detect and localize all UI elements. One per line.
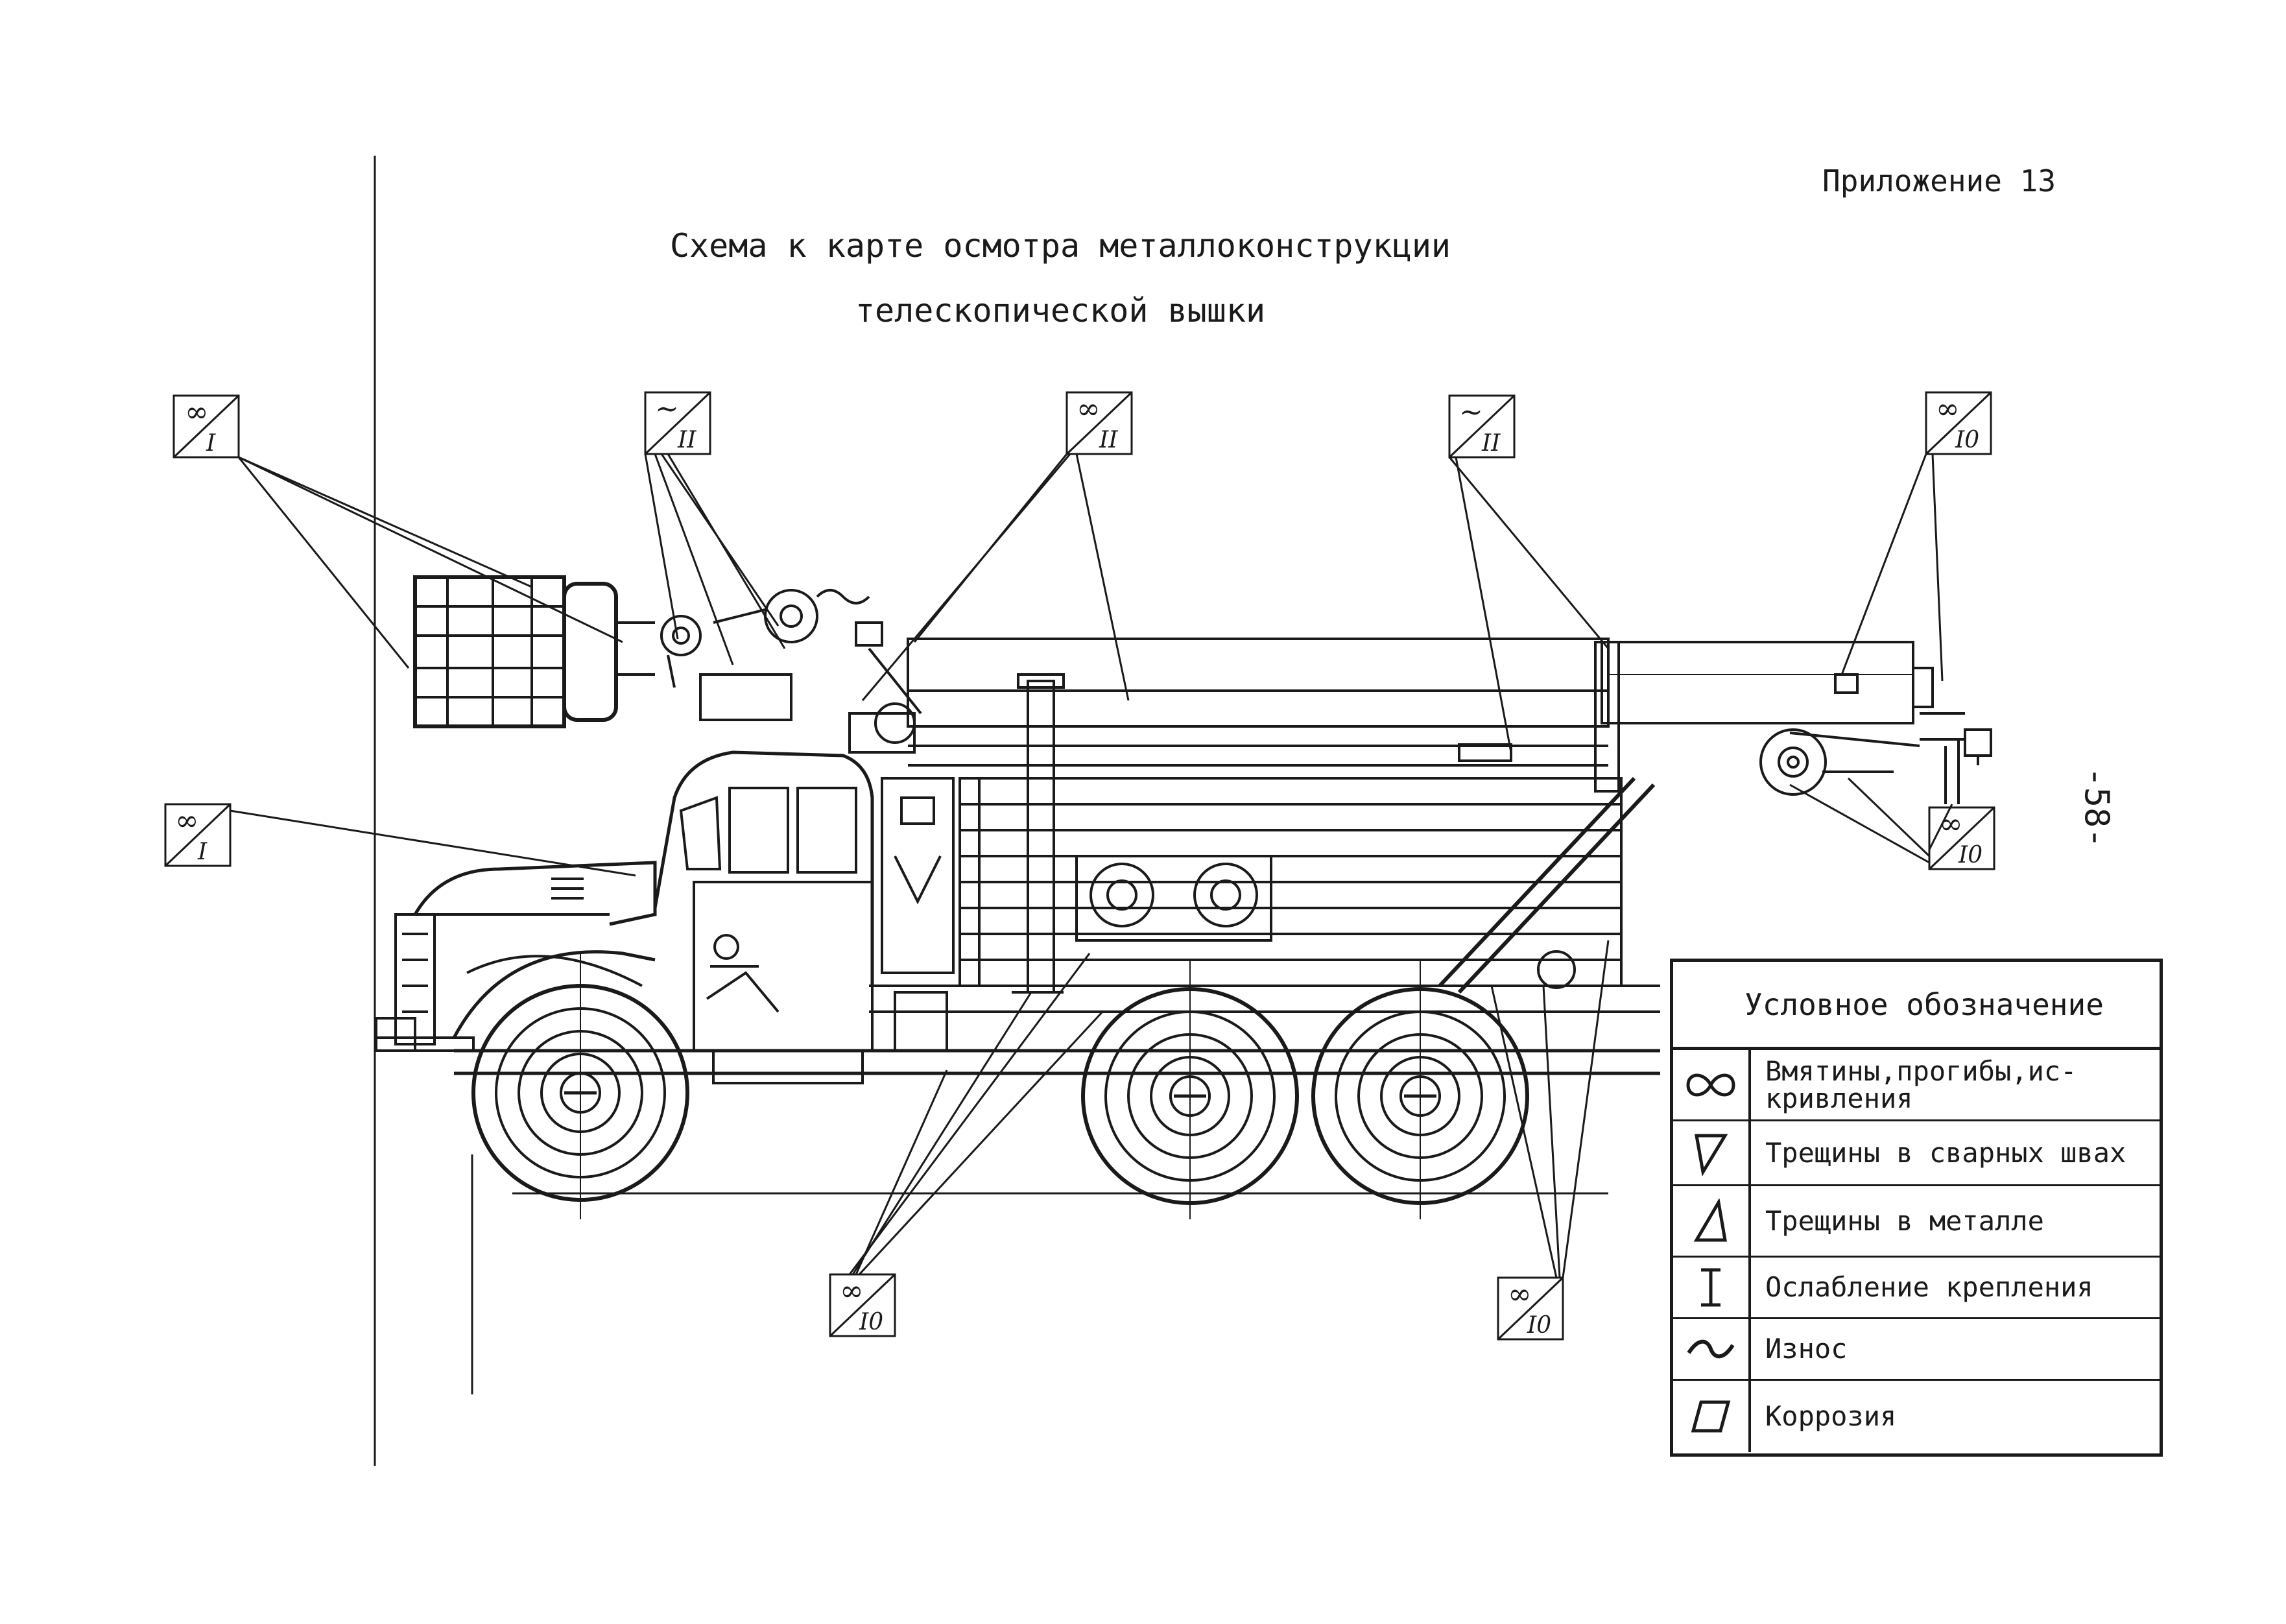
tag-code: I (197, 839, 208, 865)
inspection-tags: ∞ I ~ II ∞ II ~ II ∞ I0 (164, 391, 1995, 1341)
weld-crack-icon (1673, 1121, 1751, 1184)
rear-wheel-2 (1311, 960, 1529, 1219)
tag-code: I0 (1958, 842, 1982, 868)
legend-row: Коррозия (1673, 1381, 2160, 1452)
page-title-line1: Схема к карте осмотра металлоконструкции (669, 227, 1451, 265)
tag-code: II (677, 427, 697, 453)
page-title-line2: телескопической вышки (855, 292, 1266, 329)
tag-code: I0 (1955, 427, 1979, 453)
tag-code: II (1481, 430, 1501, 457)
tag-symbol: ~ (1459, 396, 1483, 429)
tag-code: I0 (859, 1309, 883, 1335)
tag-symbol: ∞ (1936, 392, 1960, 425)
rear-wheel-1 (1081, 960, 1299, 1219)
legend-row: Ослабление крепления (1673, 1258, 2160, 1319)
tag-box: ∞ I0 (829, 1273, 896, 1337)
legend-row: Вмятины,прогибы,ис-кривления (1673, 1050, 2160, 1121)
tag-box: ~ II (1448, 394, 1516, 459)
legend-text: Вмятины,прогибы,ис-кривления (1765, 1055, 2077, 1114)
legend-row: Трещины в металле (1673, 1186, 2160, 1258)
tag-symbol: ∞ (840, 1274, 864, 1308)
tag-code: I0 (1527, 1312, 1551, 1339)
tag-symbol: ~ (655, 392, 679, 425)
legend-row: Трещины в сварных швах (1673, 1121, 2160, 1186)
front-wheel (471, 953, 689, 1219)
corrosion-icon (1673, 1381, 1751, 1452)
tag-symbol: ∞ (1077, 392, 1101, 425)
loose-fastening-icon (1673, 1258, 1751, 1317)
basket-cradle (413, 575, 655, 728)
tag-code: I (206, 430, 216, 457)
legend-text: Ослабление крепления (1765, 1271, 2093, 1303)
legend-text: Износ (1765, 1333, 1848, 1365)
tag-box: ~ II (644, 391, 711, 455)
boom-head-mechanism (660, 589, 922, 754)
leader-lines (230, 453, 1953, 1278)
tag-symbol: ∞ (175, 804, 199, 837)
appendix-label: Приложение 13 (1822, 163, 2056, 198)
tag-symbol: ∞ (1508, 1278, 1532, 1311)
truck-body (375, 673, 1660, 1084)
legend-text: Трещины в металле (1765, 1204, 2044, 1237)
dent-icon (1673, 1050, 1751, 1119)
tag-symbol: ∞ (185, 396, 209, 429)
legend-title: Условное обозначение (1673, 962, 2160, 1050)
tag-code: II (1099, 427, 1118, 453)
tag-box: ∞ I (173, 394, 240, 459)
metal-crack-icon (1673, 1186, 1751, 1256)
tag-box: ∞ I0 (1928, 806, 1995, 870)
legend-text: Трещины в сварных швах (1765, 1136, 2126, 1169)
legend-row: Износ (1673, 1319, 2160, 1381)
rear-pivot (1759, 728, 1920, 796)
tag-box: ∞ I0 (1925, 391, 1992, 455)
tag-box: ∞ I (164, 803, 232, 867)
wheels (471, 953, 1529, 1219)
tag-box: ∞ II (1066, 391, 1133, 455)
legend-text: Коррозия (1765, 1400, 1897, 1432)
tag-box: ∞ I0 (1497, 1276, 1564, 1341)
wear-icon (1673, 1319, 1751, 1379)
legend-table: Условное обозначение Вмятины,прогибы,ис-… (1670, 959, 2163, 1457)
